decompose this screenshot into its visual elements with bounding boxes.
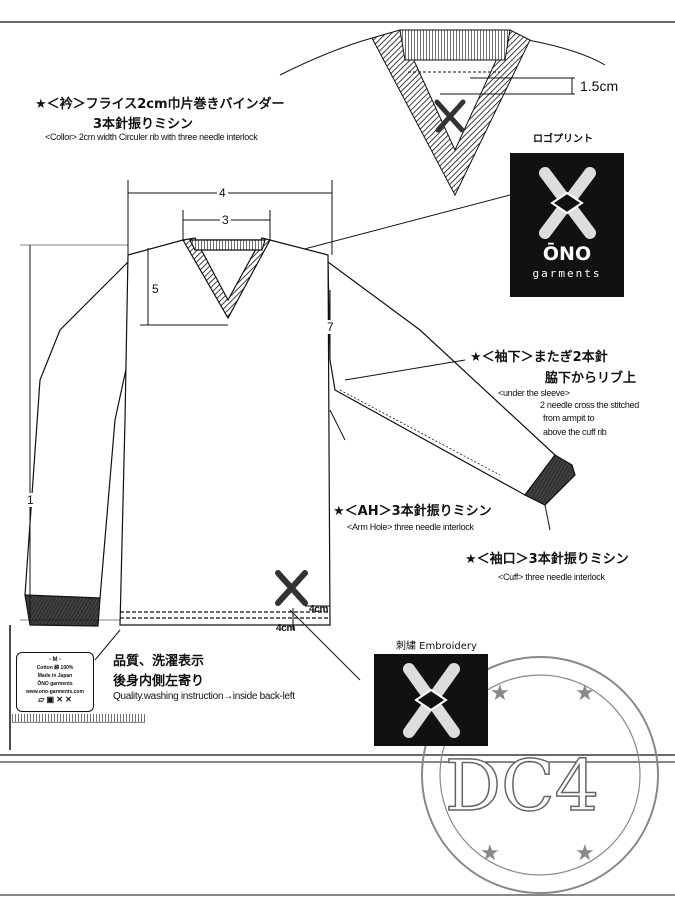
x-logo-icon bbox=[539, 167, 596, 239]
tag-size: - M - bbox=[48, 657, 62, 663]
tag-origin: Made in Japan bbox=[37, 673, 73, 679]
under-sleeve-en-3: above the cuff rib bbox=[543, 427, 607, 437]
quality-note-jp-2: 後身内側左寄り bbox=[113, 674, 205, 689]
cuff-note-jp: ★＜袖口＞3本針振りミシン bbox=[465, 552, 629, 567]
tag-brand: ŌNO garments bbox=[37, 681, 73, 687]
collar-detail-drawing bbox=[279, 29, 606, 197]
dimension-7: 7 bbox=[327, 320, 334, 334]
svg-text:★: ★ bbox=[575, 681, 595, 706]
right-cuff bbox=[524, 454, 576, 506]
tag-material: Cotton 綿 100% bbox=[36, 665, 74, 671]
care-symbols-icon: ▱ ▣ ✕ ✕ bbox=[38, 695, 72, 704]
x-logo-small-icon bbox=[434, 99, 466, 133]
quality-note-jp-1: 品質、洗濯表示 bbox=[113, 654, 205, 669]
collar-note-jp-1: ★＜衿＞フライス2cm巾片巻きバインダー bbox=[35, 97, 285, 112]
under-sleeve-en-1: 2 needle cross the stitched bbox=[540, 400, 639, 410]
logo-brand: ŌNO bbox=[542, 243, 592, 265]
left-sleeve bbox=[24, 260, 129, 601]
dimension-1: 1 bbox=[27, 493, 34, 507]
x-logo-embroidery-icon bbox=[275, 570, 308, 606]
neck-rib bbox=[182, 237, 271, 320]
dimension-4: 4 bbox=[217, 186, 228, 200]
embroidery-bottom-offset: 4cm bbox=[276, 623, 296, 634]
embroidery-box bbox=[374, 654, 488, 746]
collar-rib-dimension: 1.5cm bbox=[580, 78, 619, 94]
logo-brand-sub: garments bbox=[532, 267, 602, 280]
logo-print-box: ŌNO garments bbox=[510, 153, 624, 297]
dc4-stamp: DC4 ★ ★ ★ ★ bbox=[421, 656, 659, 894]
under-sleeve-en-title: <under the sleeve> bbox=[498, 388, 570, 398]
care-tag: - M - Cotton 綿 100% Made in Japan ŌNO ga… bbox=[16, 652, 94, 712]
embroidery-label: 刺繍 Embroidery bbox=[396, 641, 477, 652]
armhole-note-en: <Arm Hole> three needle interlock bbox=[347, 522, 474, 532]
embroidery-side-offset: 4cm bbox=[309, 604, 329, 615]
under-sleeve-jp-1: ★＜袖下＞またぎ2本針 bbox=[470, 350, 608, 365]
logo-print-label: ロゴプリント bbox=[533, 134, 593, 145]
stamp-text: DC4 bbox=[445, 745, 599, 827]
under-sleeve-jp-2: 脇下からリブ上 bbox=[545, 371, 637, 386]
collar-note-en: <Collor> 2cm width Circuler rib with thr… bbox=[45, 132, 258, 142]
armhole-note-jp: ★＜AH＞3本針振りミシン bbox=[333, 504, 492, 519]
under-sleeve-en-2: from armpit to bbox=[543, 413, 595, 423]
dimension-3: 3 bbox=[220, 213, 231, 227]
dimension-5: 5 bbox=[152, 282, 159, 296]
collar-note-jp-2: 3本針振りミシン bbox=[93, 117, 194, 132]
tag-url: www.ono-garments.com bbox=[26, 689, 84, 695]
quality-note-en: Quality.washing instruction→inside back-… bbox=[113, 691, 295, 702]
svg-text:★: ★ bbox=[490, 681, 510, 706]
left-cuff bbox=[24, 594, 101, 627]
cuff-note-en: <Cuff> three needle interlock bbox=[498, 572, 605, 582]
svg-text:★: ★ bbox=[480, 841, 500, 866]
sweater-front-drawing bbox=[24, 237, 576, 627]
svg-text:★: ★ bbox=[575, 841, 595, 866]
x-logo-embroidery-box-icon bbox=[403, 663, 460, 738]
hem-rib-pattern bbox=[12, 714, 145, 722]
